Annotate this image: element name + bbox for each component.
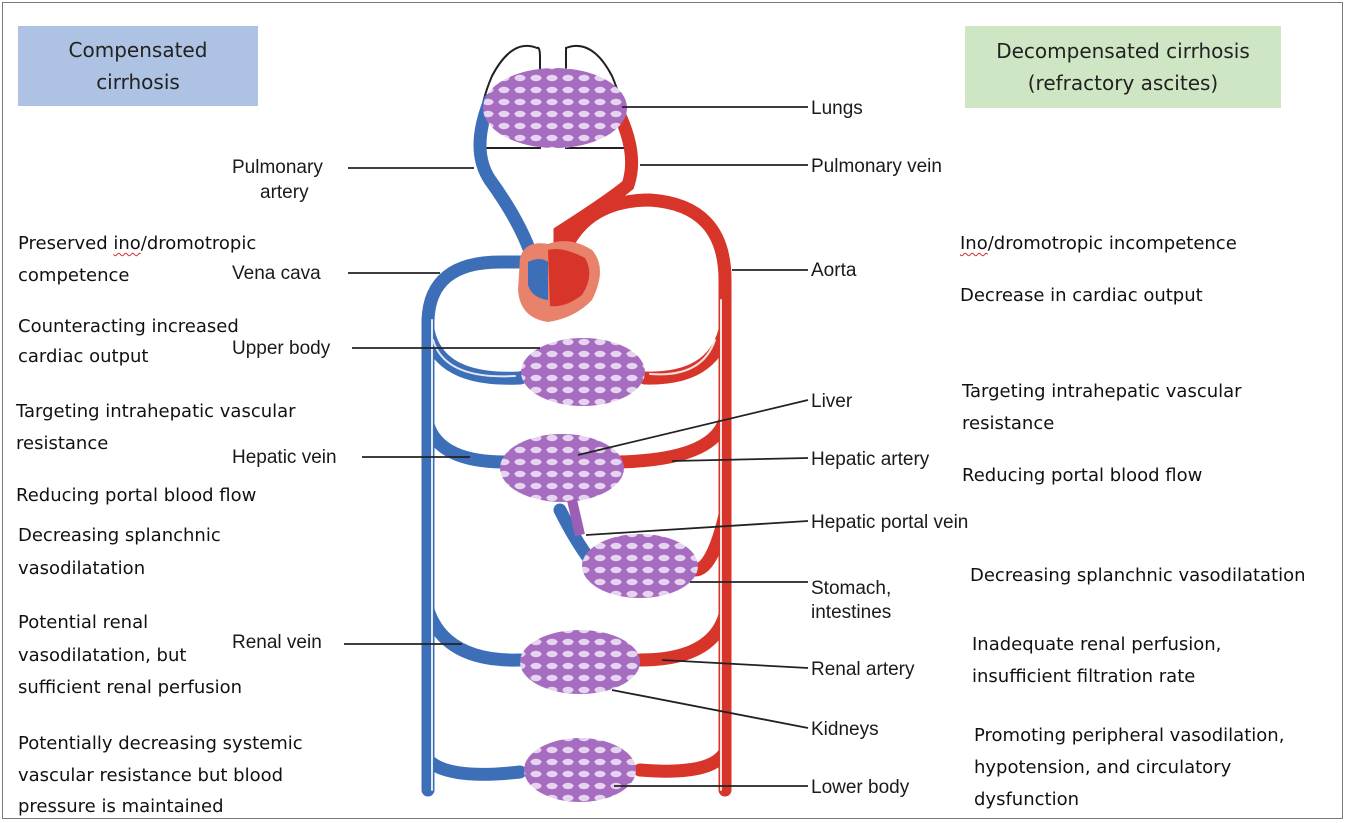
reducing-right-note: Reducing portal blood flow — [962, 460, 1202, 492]
lungs-capillary-bed — [483, 68, 627, 148]
targeting-right-note-l1: Targeting intrahepatic vascular — [962, 376, 1242, 408]
hepatic-portal-vein-label: Hepatic portal vein — [811, 510, 968, 535]
pulmonary-artery-label-l1: Pulmonary — [232, 155, 323, 180]
renal-vein-label: Renal vein — [232, 630, 322, 655]
preserved-a: Preserved — [18, 233, 113, 254]
promoting-right-note-l3: dysfunction — [974, 784, 1079, 816]
counteracting-note-l1: Counteracting increased — [18, 311, 239, 343]
counteracting-note-l2: cardiac output — [18, 341, 148, 373]
targeting-right-note-l2: resistance — [962, 408, 1054, 440]
stomach-label-l2: intestines — [811, 600, 891, 625]
liver-capillary-bed — [500, 434, 624, 502]
renal-left-note-l2: vasodilatation, but — [18, 640, 186, 672]
ino-rest: /dromotropic incompetence — [988, 233, 1237, 254]
systemic-left-note-l1: Potentially decreasing systemic — [18, 728, 303, 760]
preserved-ino: ino — [113, 233, 140, 254]
targeting-left-note-l1: Targeting intrahepatic vascular — [16, 396, 296, 428]
decrease-output-note: Decrease in cardiac output — [960, 280, 1203, 312]
decreasing-left-note-l1: Decreasing splanchnic — [18, 520, 221, 552]
ino-word: Ino — [960, 233, 988, 254]
decreasing-right-note: Decreasing splanchnic vasodilatation — [970, 560, 1306, 592]
stomach-label-l1: Stomach, — [811, 576, 891, 601]
decreasing-left-note-l2: vasodilatation — [18, 553, 145, 585]
lower-body-capillary-bed — [524, 738, 636, 802]
renal-left-note-l3: sufficient renal perfusion — [18, 672, 242, 704]
promoting-right-note-l2: hypotension, and circulatory — [974, 752, 1231, 784]
pulmonary-vein-label: Pulmonary vein — [811, 154, 942, 179]
systemic-left-note-l3: pressure is maintained — [18, 791, 224, 823]
renal-artery-label: Renal artery — [811, 657, 915, 682]
lower-body-label: Lower body — [811, 775, 909, 800]
reducing-left-note: Reducing portal blood flow — [16, 480, 256, 512]
inadequate-right-note-l2: insufficient filtration rate — [972, 661, 1195, 693]
promoting-right-note-l1: Promoting peripheral vasodilation, — [974, 720, 1284, 752]
hepatic-artery-label: Hepatic artery — [811, 447, 929, 472]
liver-label: Liver — [811, 389, 852, 414]
aorta-label: Aorta — [811, 258, 856, 283]
kidneys-label: Kidneys — [811, 717, 879, 742]
lungs-label: Lungs — [811, 96, 863, 121]
hepatic-vein-label: Hepatic vein — [232, 445, 337, 470]
inadequate-right-note-l1: Inadequate renal perfusion, — [972, 629, 1221, 661]
pulmonary-artery-label-l2: artery — [260, 180, 309, 205]
competence-note: competence — [18, 260, 129, 292]
targeting-left-note-l2: resistance — [16, 428, 108, 460]
upper-body-label: Upper body — [232, 336, 330, 361]
preserved-c: /dromotropic — [141, 233, 256, 254]
vena-cava-label: Vena cava — [232, 261, 321, 286]
renal-left-note-l1: Potential renal — [18, 607, 148, 639]
kidney-capillary-bed — [520, 630, 640, 694]
ino-incompetence-note: Ino/dromotropic incompetence — [960, 228, 1237, 260]
intestine-capillary-bed — [582, 534, 698, 598]
systemic-left-note-l2: vascular resistance but blood — [18, 760, 283, 792]
preserved-competence-note: Preserved ino/dromotropic — [18, 228, 256, 260]
